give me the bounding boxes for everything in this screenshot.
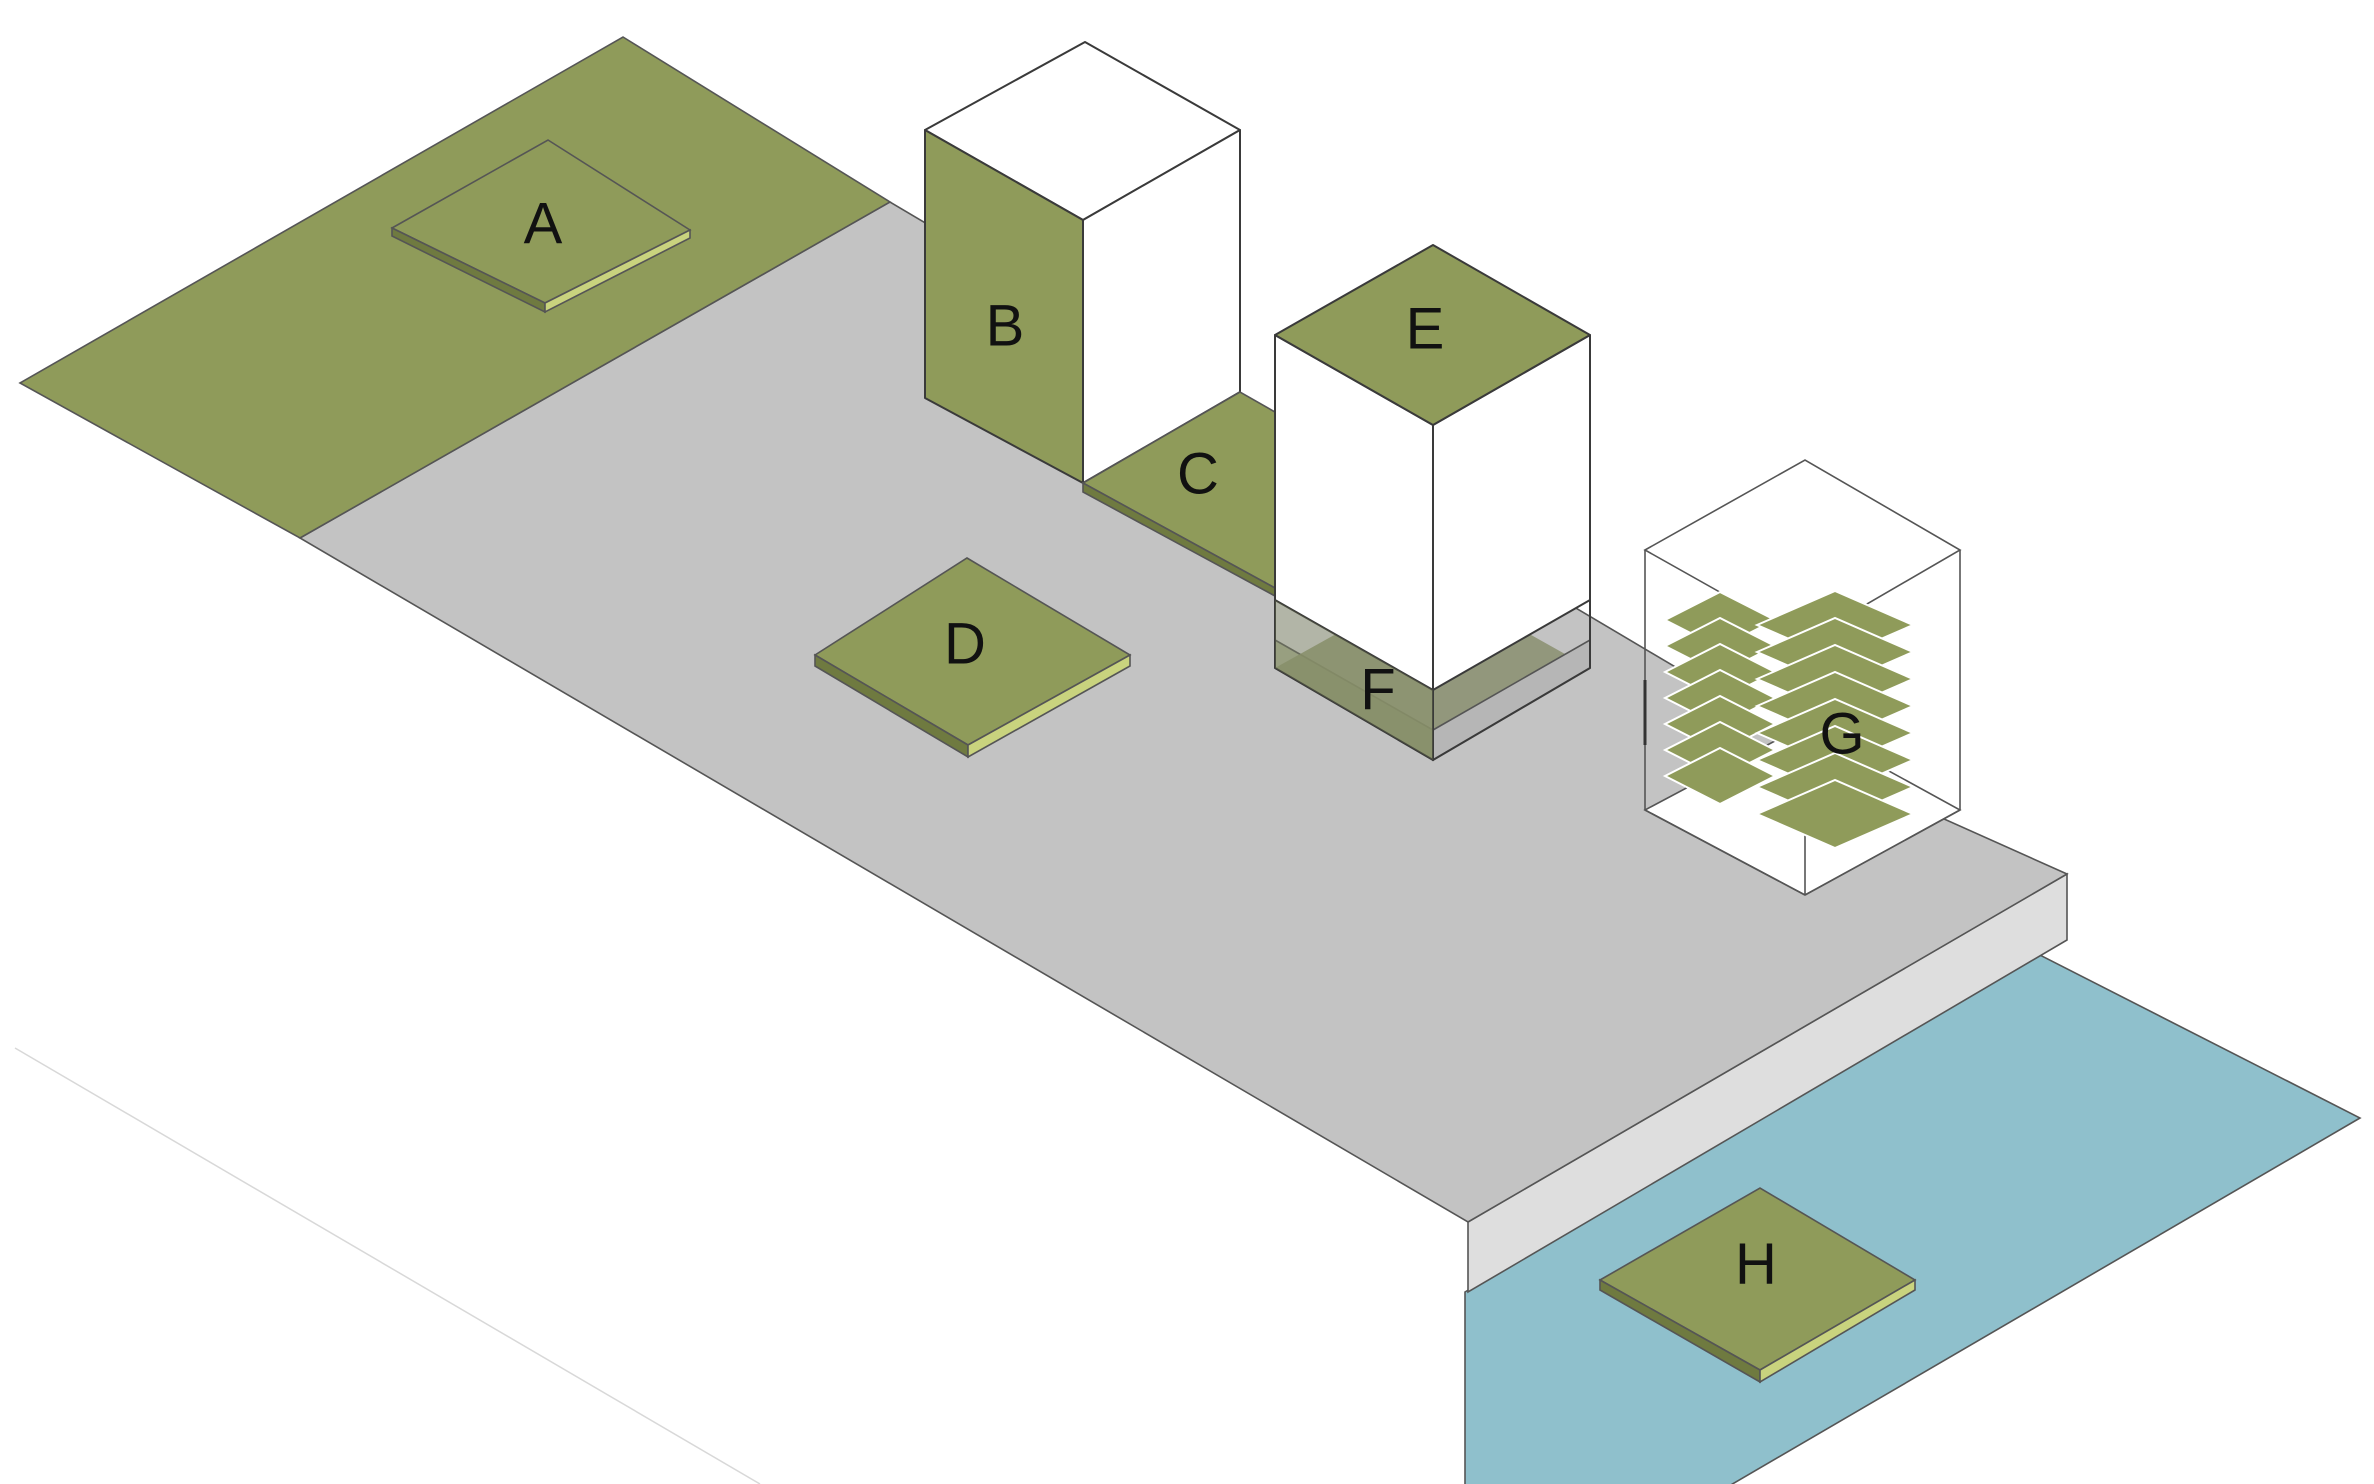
- element-b: B: [924, 41, 1241, 484]
- element-d: D: [813, 557, 1132, 759]
- label-g: G: [1819, 701, 1864, 766]
- label-f: F: [1360, 657, 1395, 722]
- element-h: H: [1598, 1187, 1917, 1384]
- terrace-slab-right-7: [1754, 778, 1916, 850]
- element-e-tower: E F: [1274, 244, 1591, 762]
- label-b: B: [986, 293, 1025, 358]
- element-c: C: [1081, 391, 1276, 598]
- ground-line: [14, 1047, 761, 1484]
- element-g-terraces: [1662, 589, 1916, 850]
- label-a: A: [524, 191, 563, 256]
- element-a: A: [390, 139, 692, 314]
- label-e: E: [1406, 296, 1445, 361]
- lawn-area: [18, 36, 892, 539]
- label-c: C: [1177, 441, 1219, 506]
- label-h: H: [1735, 1231, 1777, 1296]
- terrace-slab-left-6: [1662, 746, 1778, 806]
- label-d: D: [944, 611, 986, 676]
